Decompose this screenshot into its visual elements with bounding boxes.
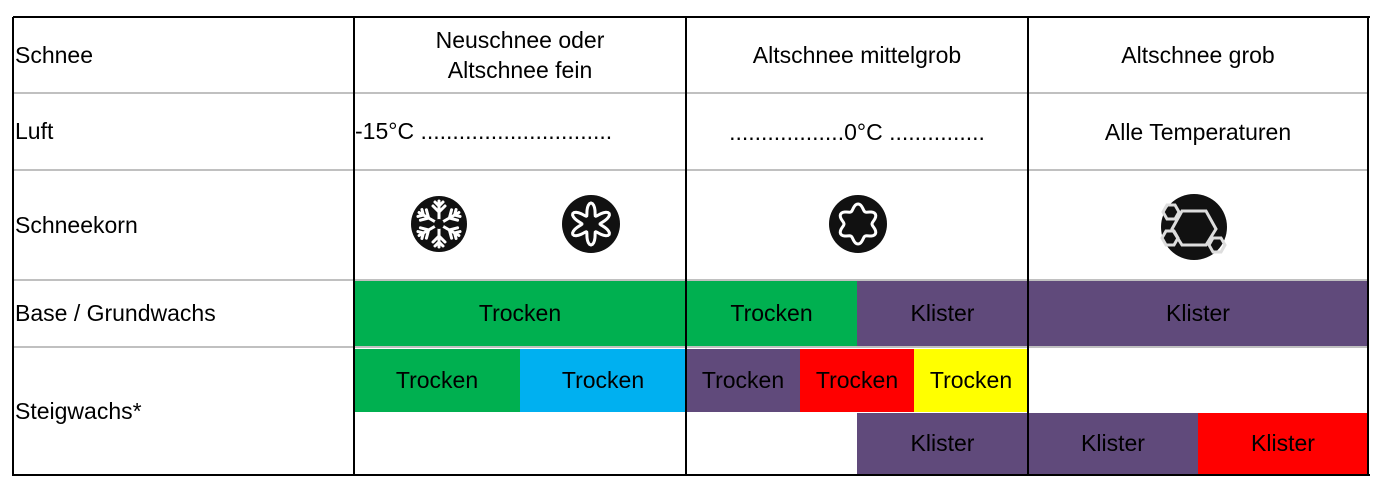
row-label-luft: Luft xyxy=(15,118,54,144)
luft-col-2: ..................0°C ............... xyxy=(729,118,985,145)
row-divider xyxy=(13,346,1369,348)
row-divider xyxy=(13,92,1369,94)
table-bottom-border xyxy=(13,474,1370,476)
schnee-col-1-line-2: Altschnee fein xyxy=(447,57,593,83)
steig-cell-purple: Trocken xyxy=(686,349,800,412)
cell-text: Trocken xyxy=(395,367,479,393)
base-cell-trocken-1: Trocken xyxy=(354,281,686,346)
snowflake-icon xyxy=(411,196,467,252)
cell-text: Trocken xyxy=(701,367,785,393)
steig-cell-klister-2: Klister xyxy=(1028,413,1198,474)
steig-cell-red: Trocken xyxy=(800,349,914,412)
row-divider xyxy=(13,169,1369,171)
steig-cell-klister-3: Klister xyxy=(1198,413,1368,474)
row-label-steigwachs: Steigwachs* xyxy=(15,397,142,424)
steig-cell-yellow: Trocken xyxy=(914,349,1028,412)
schnee-col-3: Altschnee grob xyxy=(1121,42,1275,68)
cell-text: Klister xyxy=(910,300,975,326)
coarse-hexagon-grain-icon xyxy=(1160,194,1227,260)
cell-text: Klister xyxy=(1166,300,1230,326)
luft-col-1: -15°C .............................. xyxy=(355,118,613,144)
cell-text: Trocken xyxy=(561,367,645,393)
cell-text: Klister xyxy=(1081,430,1145,456)
column-divider xyxy=(1367,17,1369,476)
base-cell-trocken-2: Trocken xyxy=(686,281,857,346)
steig-cell-green: Trocken xyxy=(354,349,520,412)
schnee-col-1-line-1: Neuschnee oder xyxy=(435,27,605,53)
row-label-schneekorn: Schneekorn xyxy=(15,211,138,238)
luft-col-3: Alle Temperaturen xyxy=(1104,118,1292,145)
column-divider xyxy=(1027,17,1029,476)
column-divider xyxy=(685,17,687,476)
cell-text: Trocken xyxy=(478,300,562,326)
schnee-col-2: Altschnee mittelgrob xyxy=(752,42,962,68)
rounded-grain-icon xyxy=(829,195,887,253)
row-divider xyxy=(13,279,1369,281)
table-top-border xyxy=(13,16,1370,18)
steig-cell-blue: Trocken xyxy=(520,349,686,412)
cell-text: Trocken xyxy=(929,367,1013,393)
base-cell-klister-2: Klister xyxy=(1028,281,1368,346)
star-grain-icon xyxy=(562,195,620,253)
row-label-base: Base / Grundwachs xyxy=(15,300,216,326)
column-divider xyxy=(12,17,14,476)
cell-text: Klister xyxy=(910,430,975,456)
cell-text: Trocken xyxy=(730,300,813,326)
cell-text: Klister xyxy=(1251,430,1315,456)
cell-text: Trocken xyxy=(815,367,899,393)
steig-cell-klister-1: Klister xyxy=(857,413,1028,474)
schnee-col-1: Neuschnee oder Altschnee fein xyxy=(354,22,686,88)
column-divider xyxy=(353,17,355,476)
base-cell-klister-1: Klister xyxy=(857,281,1028,346)
row-label-schnee: Schnee xyxy=(15,41,94,68)
